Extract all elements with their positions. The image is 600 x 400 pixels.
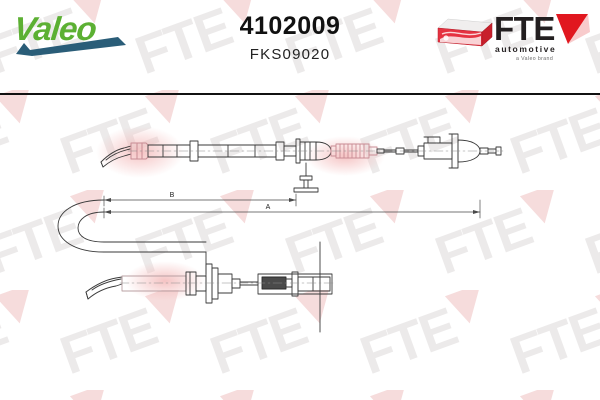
fte-subtitle: automotive: [495, 44, 556, 54]
watermark-tile: FTE: [505, 290, 600, 390]
watermark-tile: FTE: [355, 90, 505, 190]
watermark-tile: FTE: [280, 0, 430, 90]
watermark-tile: FTE: [0, 190, 130, 290]
header-divider: [0, 93, 600, 95]
clutch-cable-technical-drawing: B A: [0, 96, 600, 400]
fte-automotive-logo: FTE automotive a Valeo brand: [494, 10, 592, 62]
svg-text:FTE: FTE: [494, 10, 555, 47]
watermark-tile: FTE: [0, 290, 55, 390]
svg-text:Valeo: Valeo: [14, 11, 98, 48]
watermark-tile: FTE: [130, 0, 280, 90]
part-reference: FKS09020: [249, 46, 331, 63]
dimension-label-a: A: [266, 204, 271, 211]
watermark-tile: FTE: [280, 390, 430, 400]
watermark-tile: FTE: [355, 290, 505, 390]
watermark-tile: FTE: [505, 90, 600, 190]
valeo-logo: Valeo: [12, 10, 134, 58]
watermark-tile: FTE: [580, 190, 600, 290]
fte-tagline: a Valeo brand: [516, 56, 553, 62]
watermark-tile: FTE: [0, 390, 130, 400]
page-title: 4102009: [239, 12, 341, 40]
watermark-tile: FTE: [0, 0, 130, 90]
watermark-tile: FTE: [130, 390, 280, 400]
watermark-tile: FTE: [205, 290, 355, 390]
product-box-photo: [432, 16, 494, 52]
watermark-tile: FTE: [430, 390, 580, 400]
page-header: Valeo 4102009 FKS09020: [0, 0, 600, 95]
watermark-tile: FTE: [205, 90, 355, 190]
watermark-tile: FTE: [580, 390, 600, 400]
fte-logo-group: FTE automotive a Valeo brand: [432, 8, 592, 68]
dimension-label-b: B: [170, 192, 175, 199]
title-block: 4102009 FKS09020: [160, 12, 420, 64]
